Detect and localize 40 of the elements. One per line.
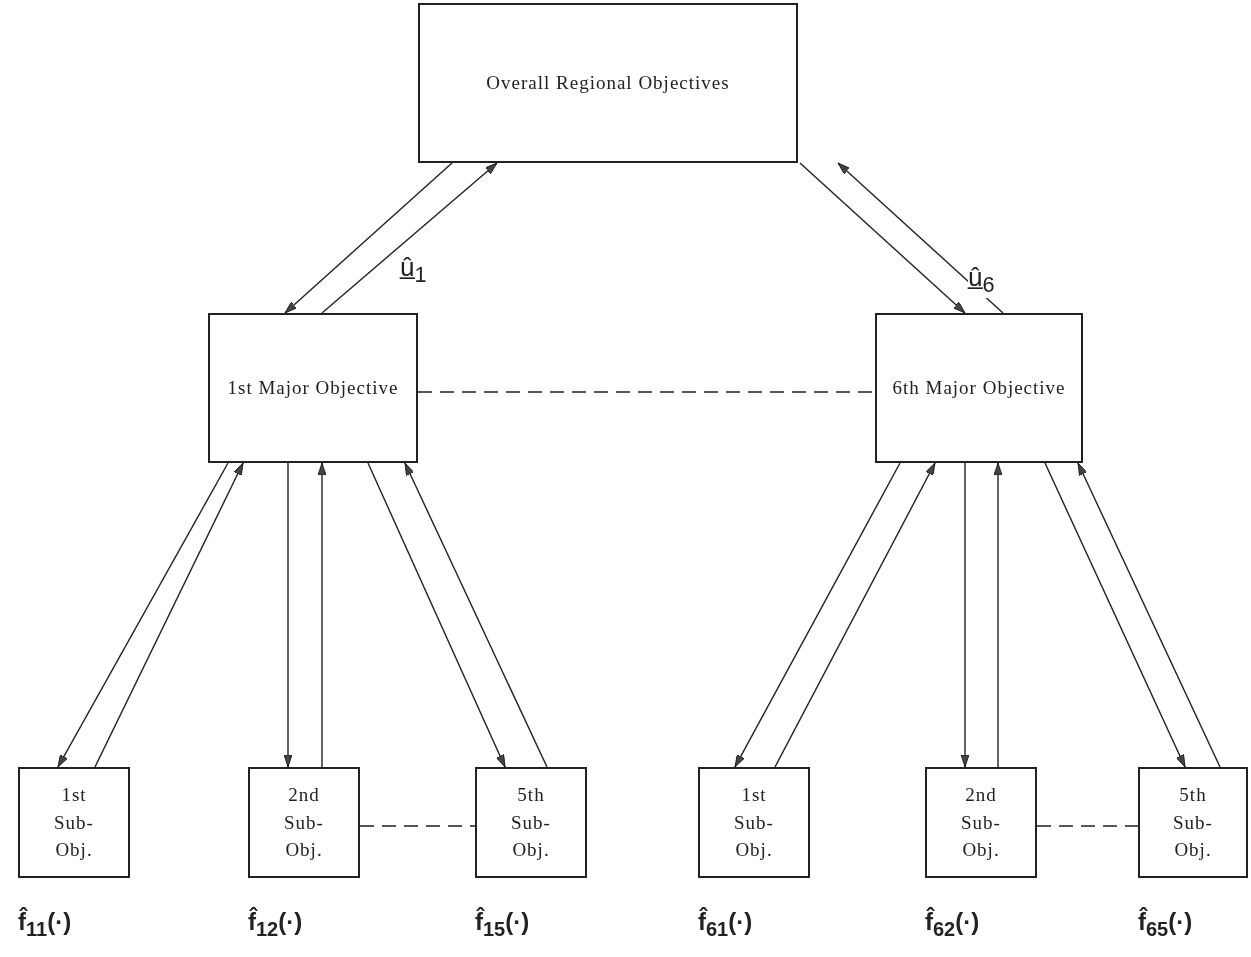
node-label: 6th Major Objective [892, 376, 1066, 401]
node-label: 1st Sub-Obj. [733, 783, 775, 863]
node-label: 1st Major Objective [227, 376, 399, 401]
node-label: 2nd Sub-Obj. [960, 783, 1002, 863]
sub-objective-box [925, 767, 1037, 878]
sub-objective-box [18, 767, 130, 878]
arrow [1044, 462, 1186, 768]
function-label: f̂$_{11}$(·) [18, 908, 72, 941]
arrow [837, 162, 1004, 314]
sub-objective-box [248, 767, 360, 878]
arrow [1077, 462, 1221, 768]
function-label: f̂$_{61}$(·) [698, 908, 753, 941]
function-label: f̂$_{65}$(·) [1138, 908, 1193, 941]
arrow [799, 162, 966, 314]
node-label: Overall Regional Objectives [486, 71, 730, 96]
arrow [367, 462, 506, 768]
arrow [734, 462, 901, 768]
arrow [404, 462, 548, 768]
node-label: 5th Sub-Obj. [1172, 783, 1214, 863]
major-objective-box [208, 313, 418, 463]
function-label: f̂$_{12}$(·) [248, 908, 303, 941]
sub-objective-box [1138, 767, 1248, 878]
node-label: 2nd Sub-Obj. [283, 783, 325, 863]
arrow [94, 462, 244, 768]
arrow [321, 162, 498, 314]
arrow [283, 462, 293, 768]
function-label: f̂$_{62}$(·) [925, 908, 980, 941]
arrow [774, 462, 936, 768]
node-label: 5th Sub-Obj. [510, 783, 552, 863]
sub-objective-box [698, 767, 810, 878]
arrow [317, 462, 327, 768]
arrow [57, 462, 229, 768]
function-label: f̂$_{15}$(·) [475, 908, 530, 941]
dashed-line [359, 825, 476, 827]
dashed-line [1036, 825, 1139, 827]
sub-objective-box [475, 767, 587, 878]
major-objective-box [875, 313, 1083, 463]
objective-box [418, 3, 798, 163]
node-label: 1st Sub-Obj. [53, 783, 95, 863]
arrow [284, 162, 453, 314]
